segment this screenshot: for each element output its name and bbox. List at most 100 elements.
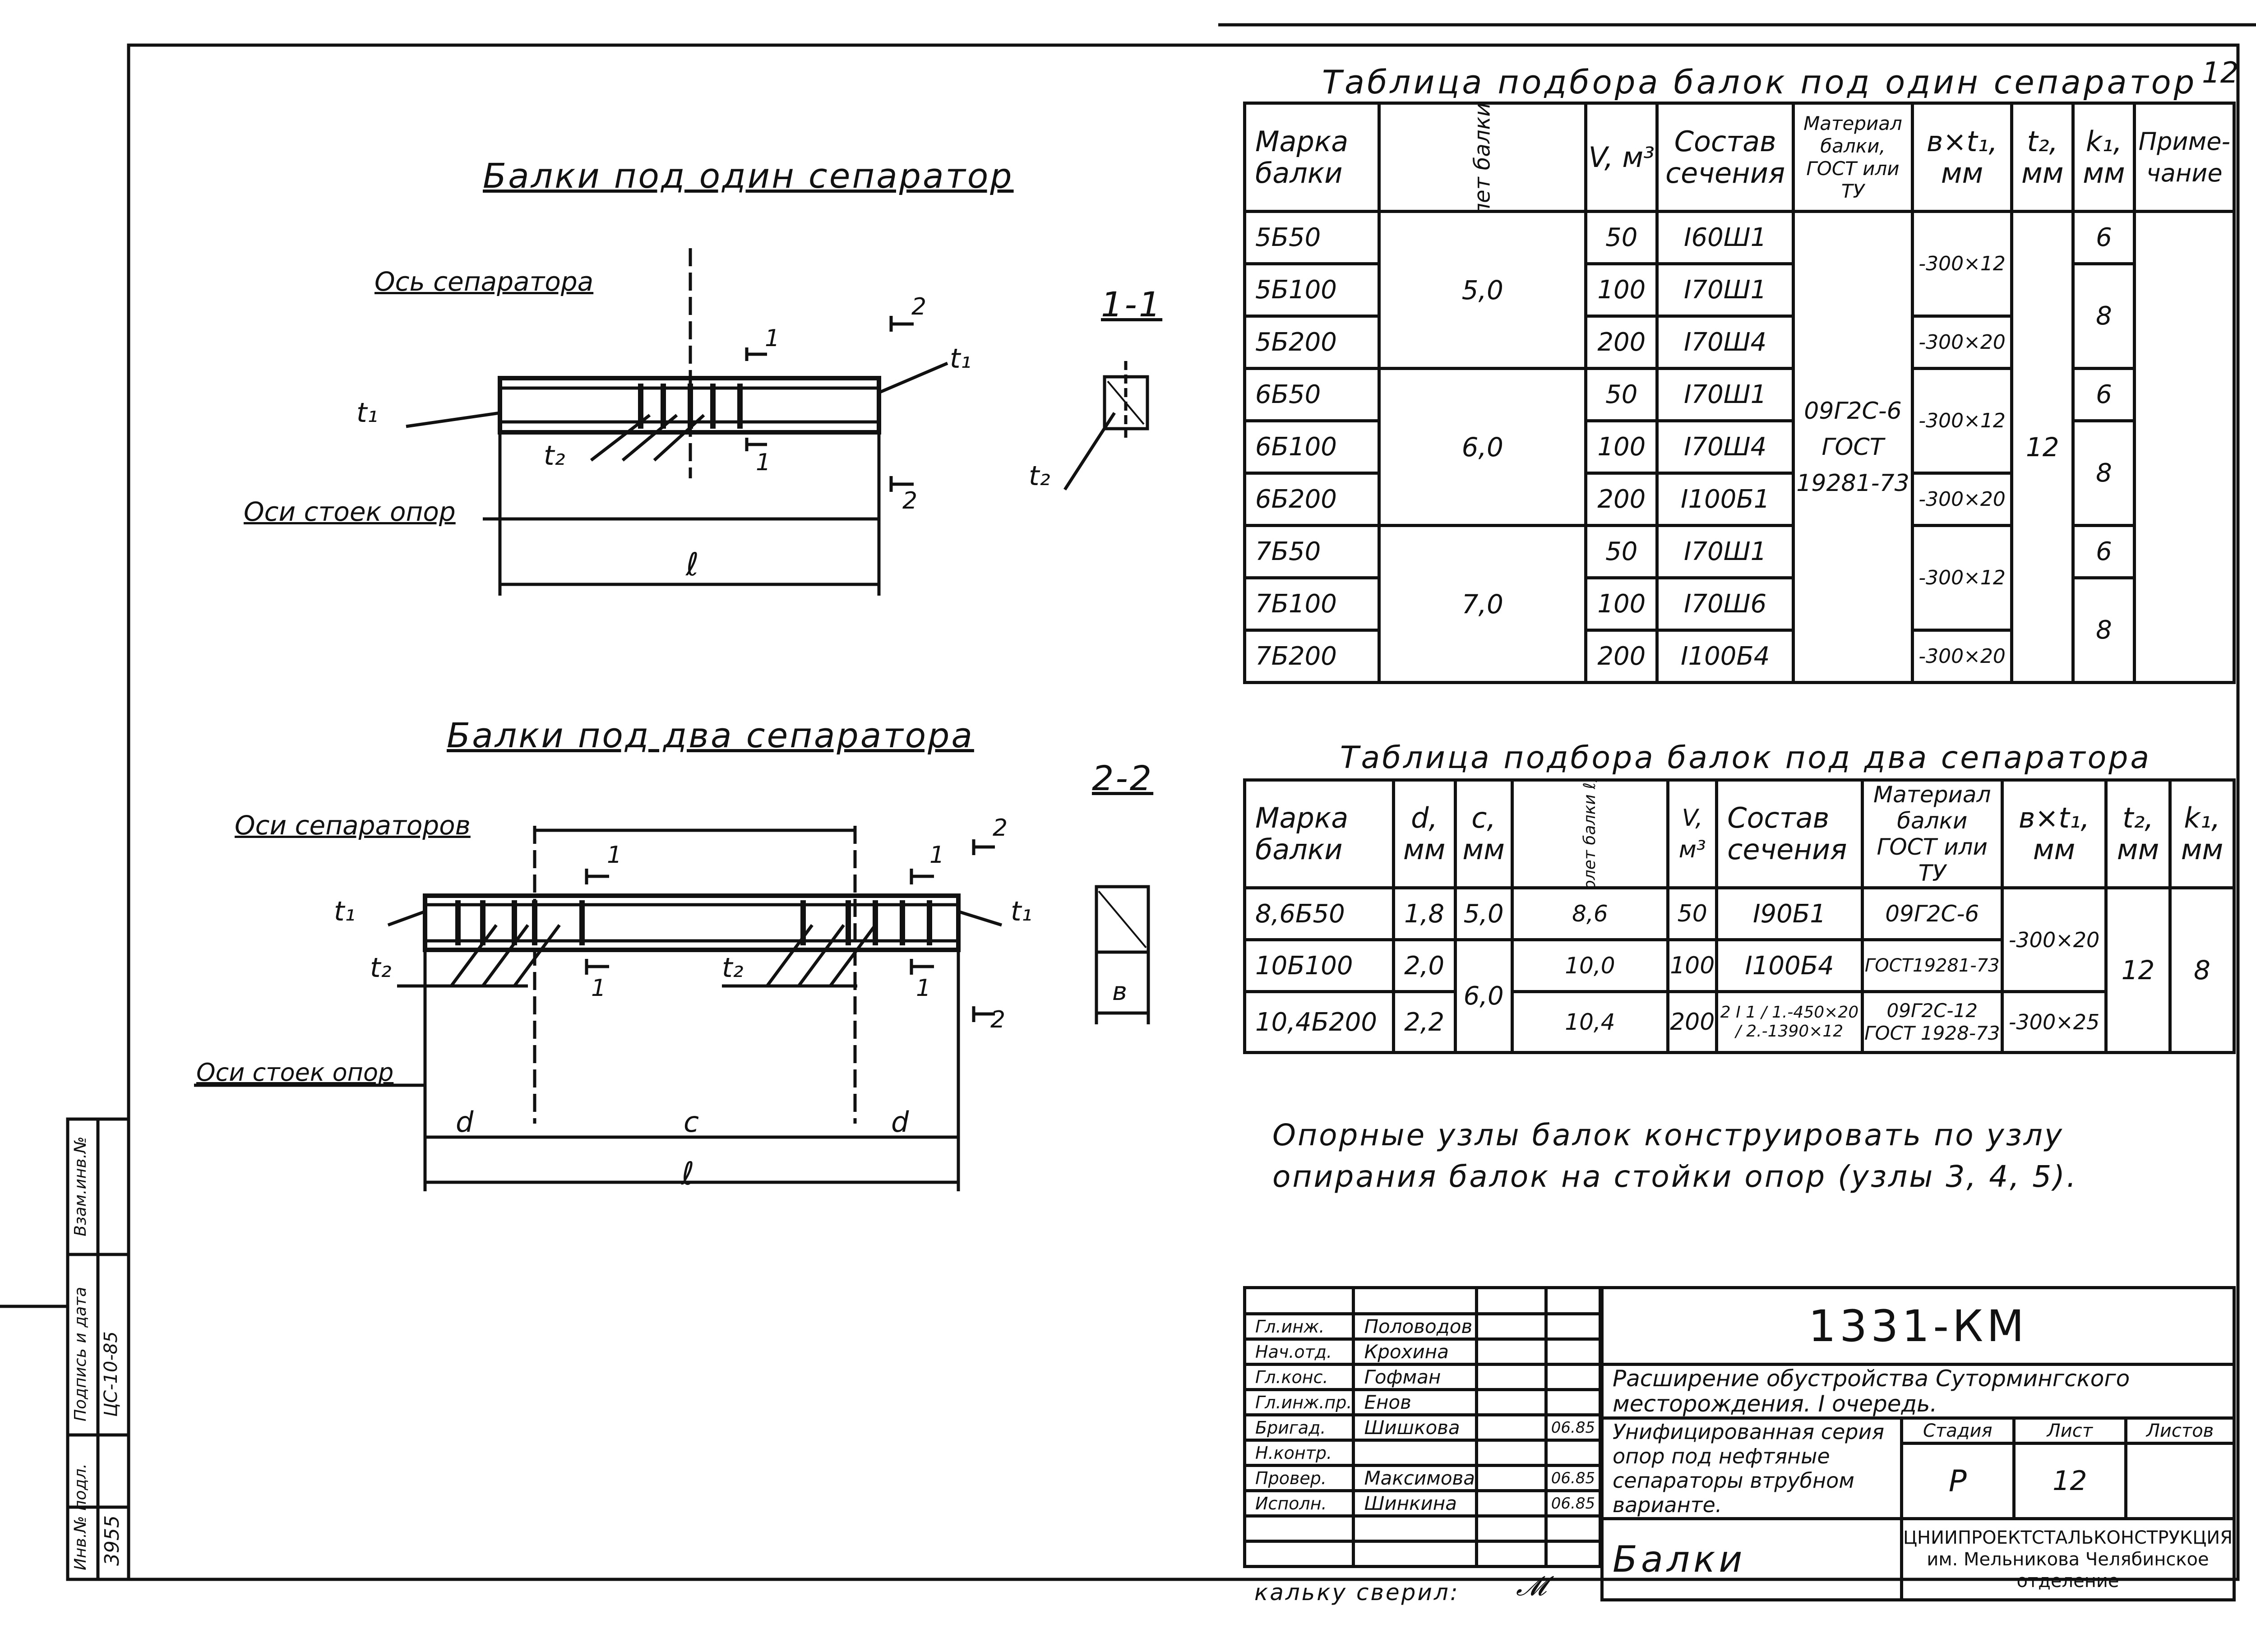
t2-label: t₂ bbox=[544, 440, 565, 472]
role-cell: Гл.инж. bbox=[1243, 1312, 1355, 1341]
t1-label: t₁ bbox=[950, 343, 971, 375]
table-cell: 1,8 bbox=[1392, 886, 1457, 941]
table-cell: I70Ш4 bbox=[1655, 315, 1795, 370]
section-mark-2: 2 bbox=[911, 293, 927, 320]
axis-posts-label-2: Оси стоек опор bbox=[196, 1058, 394, 1087]
table-cell: 8 bbox=[2168, 886, 2236, 1054]
checker-signature: 𝓜 bbox=[1516, 1570, 1547, 1602]
table-cell: 6Б100 bbox=[1243, 419, 1381, 475]
role-cell: Провер. bbox=[1243, 1464, 1355, 1492]
table2-header-material: Материал балки ГОСТ или ТУ bbox=[1860, 778, 2004, 889]
table2-caption: Таблица подбора балок под два сепаратора bbox=[1340, 740, 2152, 776]
table-cell: 200 bbox=[1666, 990, 1719, 1054]
signature-cell bbox=[1475, 1413, 1548, 1442]
table-cell: 50 bbox=[1584, 367, 1659, 422]
table1-header-t2: t₂, мм bbox=[2010, 102, 2075, 213]
section-1-1-label: 1-1 bbox=[1101, 284, 1163, 324]
sheets-value bbox=[2124, 1442, 2236, 1520]
signature-cell bbox=[1475, 1464, 1548, 1492]
t1-label: t₁ bbox=[334, 896, 356, 927]
table-cell: 8 bbox=[2071, 262, 2136, 370]
axis-separators-label: Оси сепараторов bbox=[235, 810, 471, 841]
table-cell: I70Ш6 bbox=[1655, 576, 1795, 632]
table-cell: I100Б4 bbox=[1655, 629, 1795, 684]
sheet-title: Балки bbox=[1600, 1517, 1903, 1601]
table-cell: 50 bbox=[1584, 524, 1659, 579]
table-cell: I90Б1 bbox=[1715, 886, 1864, 941]
date-cell bbox=[1544, 1312, 1602, 1341]
table-cell: -300×20 bbox=[1910, 315, 2014, 370]
table1-header-k: k₁, мм bbox=[2071, 102, 2136, 213]
role-cell: Исполн. bbox=[1243, 1489, 1355, 1518]
table2-header-section: Состав сечения bbox=[1715, 778, 1864, 889]
section-mark-1: 1 bbox=[607, 842, 622, 869]
signature-cell bbox=[1475, 1337, 1548, 1366]
table-cell: 5Б50 bbox=[1243, 210, 1381, 265]
t1-label: t₁ bbox=[1011, 896, 1032, 927]
section-mark-2: 2 bbox=[993, 814, 1008, 842]
dim-d-label: d bbox=[891, 1106, 909, 1138]
section-mark-1: 1 bbox=[765, 325, 780, 352]
table-cell: -300×20 bbox=[2001, 886, 2108, 993]
signature-cell bbox=[1475, 1312, 1548, 1341]
role-cell: Н.контр. bbox=[1243, 1439, 1355, 1467]
name-cell: Енов bbox=[1352, 1388, 1479, 1416]
table-cell: 6Б200 bbox=[1243, 472, 1381, 527]
table-cell: 100 bbox=[1584, 262, 1659, 318]
inv-value: 3955 bbox=[101, 1515, 124, 1566]
table-cell: I100Б1 bbox=[1655, 472, 1795, 527]
stage-label: Стадия bbox=[1900, 1416, 2016, 1445]
table-cell: 6Б50 bbox=[1243, 367, 1381, 422]
inv-dup-label: Взам.инв.№ bbox=[71, 1136, 90, 1236]
table-cell: 7,0 bbox=[1378, 524, 1588, 684]
table1-header-note: Приме-чание bbox=[2133, 102, 2236, 213]
date-value: ЦС-10-85 bbox=[101, 1331, 121, 1417]
inv-orig-label: Инв.№ подл. bbox=[71, 1463, 90, 1570]
name-cell: Гофман bbox=[1352, 1363, 1479, 1391]
side-stamp-values: 3955 ЦС-10-85 bbox=[98, 1119, 128, 1579]
side-stamp-labels: Инв.№ подл. Подпись и дата Взам.инв.№ bbox=[68, 1119, 98, 1579]
t2-label: t₂ bbox=[370, 952, 392, 984]
table-cell: 50 bbox=[1584, 210, 1659, 265]
table-cell: 7Б50 bbox=[1243, 524, 1381, 579]
table-cell: I70Ш4 bbox=[1655, 419, 1795, 475]
section-mark-2: 2 bbox=[990, 1006, 1006, 1033]
sheet-label: Лист bbox=[2012, 1416, 2128, 1445]
axis-separator-label: Ось сепаратора bbox=[374, 266, 594, 297]
table-cell: I70Ш1 bbox=[1655, 262, 1795, 318]
table-cell: 12 bbox=[2104, 886, 2172, 1054]
table-cell: 100 bbox=[1584, 576, 1659, 632]
table-cell: 200 bbox=[1584, 629, 1659, 684]
date-cell bbox=[1544, 1337, 1602, 1366]
table-cell: -300×20 bbox=[1910, 629, 2014, 684]
table-cell: 10Б100 bbox=[1243, 938, 1395, 993]
table-cell: 5,0 bbox=[1378, 210, 1588, 370]
table-cell: 8 bbox=[2071, 419, 2136, 527]
table-cell: -300×12 bbox=[1910, 367, 2014, 475]
table-cell: 5,0 bbox=[1453, 886, 1514, 941]
table-cell: 6,0 bbox=[1378, 367, 1588, 527]
table-cell: 09Г2С-6 ГОСТ 19281-73 bbox=[1792, 210, 1914, 684]
section-mark-1: 1 bbox=[756, 449, 771, 476]
sheets-label: Листов bbox=[2124, 1416, 2236, 1445]
section-mark-1: 1 bbox=[591, 975, 606, 1002]
table-cell: I70Ш1 bbox=[1655, 367, 1795, 422]
table2-header-d: d, мм bbox=[1392, 778, 1457, 889]
table-cell: -300×12 bbox=[1910, 524, 2014, 632]
role-cell: Бригад. bbox=[1243, 1413, 1355, 1442]
axis-posts-label-1: Оси стоек опор bbox=[244, 496, 456, 527]
table-cell: 8,6Б50 bbox=[1243, 886, 1395, 941]
table-cell: 2 I 1 / 1.-450×20 / 2.-1390×12 bbox=[1715, 990, 1864, 1054]
signature-cell bbox=[1475, 1388, 1548, 1416]
table2-header-c: c, мм bbox=[1453, 778, 1514, 889]
table2-header-mark: Марка балки bbox=[1243, 778, 1395, 889]
table-cell: ГОСТ19281-73 bbox=[1860, 938, 2004, 993]
role-cell: Нач.отд. bbox=[1243, 1337, 1355, 1366]
heading-two-separators: Балки под два сепаратора bbox=[447, 715, 974, 755]
length-label: ℓ bbox=[686, 546, 699, 583]
table-cell bbox=[2133, 210, 2236, 684]
date-cell bbox=[1544, 1439, 1602, 1467]
table-cell: 50 bbox=[1666, 886, 1719, 941]
table-cell: 200 bbox=[1584, 472, 1659, 527]
table-cell: 7Б200 bbox=[1243, 629, 1381, 684]
